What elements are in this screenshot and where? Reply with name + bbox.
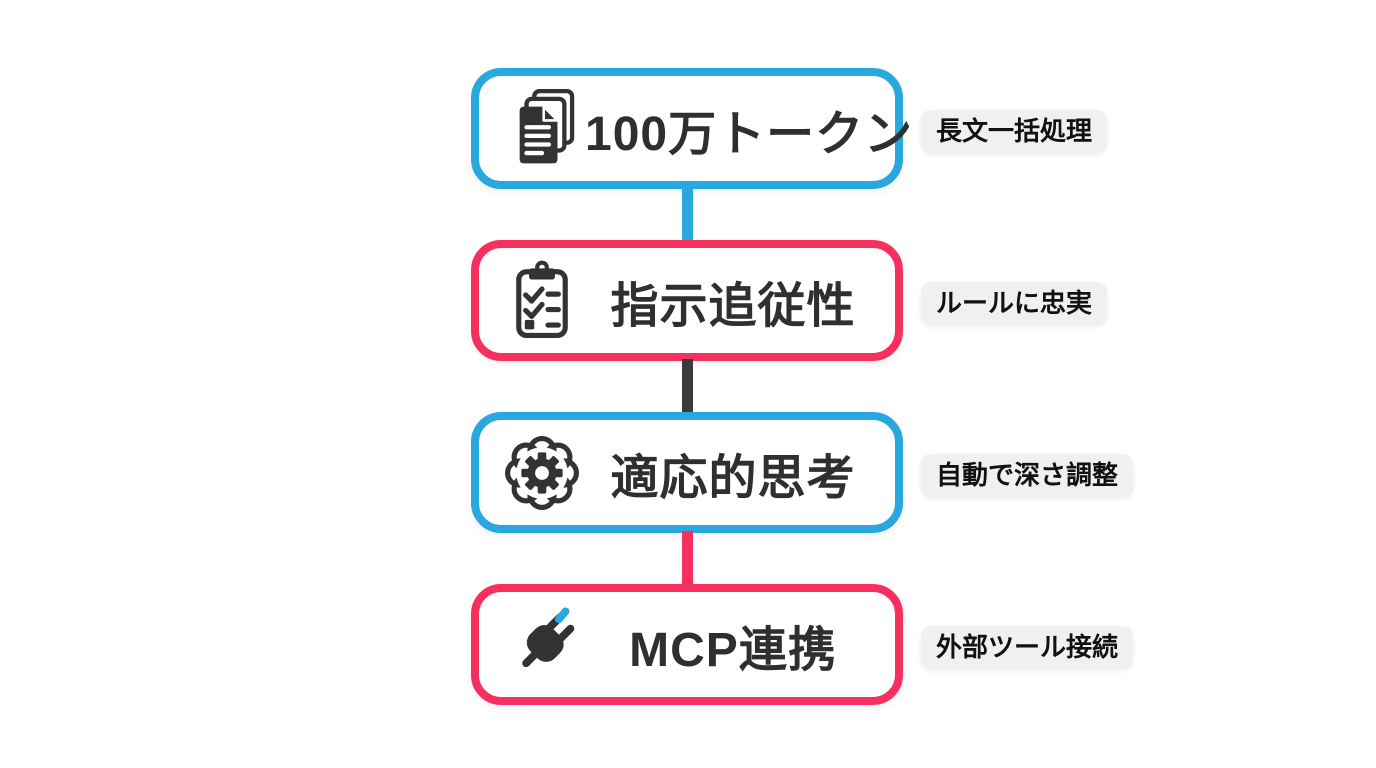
feature-box-context-window: 100万トークン — [471, 68, 912, 189]
feature-box-instruction-following: 指示追従性 — [471, 240, 903, 361]
plug-icon — [499, 602, 585, 688]
documents-stack-icon — [499, 86, 585, 172]
feature-title: 適応的思考 — [610, 451, 856, 505]
feature-box-mcp: MCP連携 — [471, 584, 903, 705]
connector-line-2 — [682, 359, 693, 413]
feature-title: 100万トークン — [585, 107, 914, 161]
connector-line-1 — [682, 187, 693, 241]
clipboard-checklist-icon — [499, 258, 585, 344]
feature-side-label: 自動で深さ調整 — [921, 454, 1134, 497]
feature-title: 指示追従性 — [610, 279, 856, 333]
feature-title: MCP連携 — [629, 623, 837, 677]
connector-line-3 — [682, 531, 693, 585]
feature-box-adaptive-thinking: 適応的思考 — [471, 412, 903, 533]
brain-gear-icon — [499, 430, 585, 516]
feature-side-label: 外部ツール接続 — [921, 626, 1134, 669]
feature-side-label: ルールに忠実 — [921, 282, 1108, 325]
feature-side-label: 長文一括処理 — [921, 110, 1108, 153]
